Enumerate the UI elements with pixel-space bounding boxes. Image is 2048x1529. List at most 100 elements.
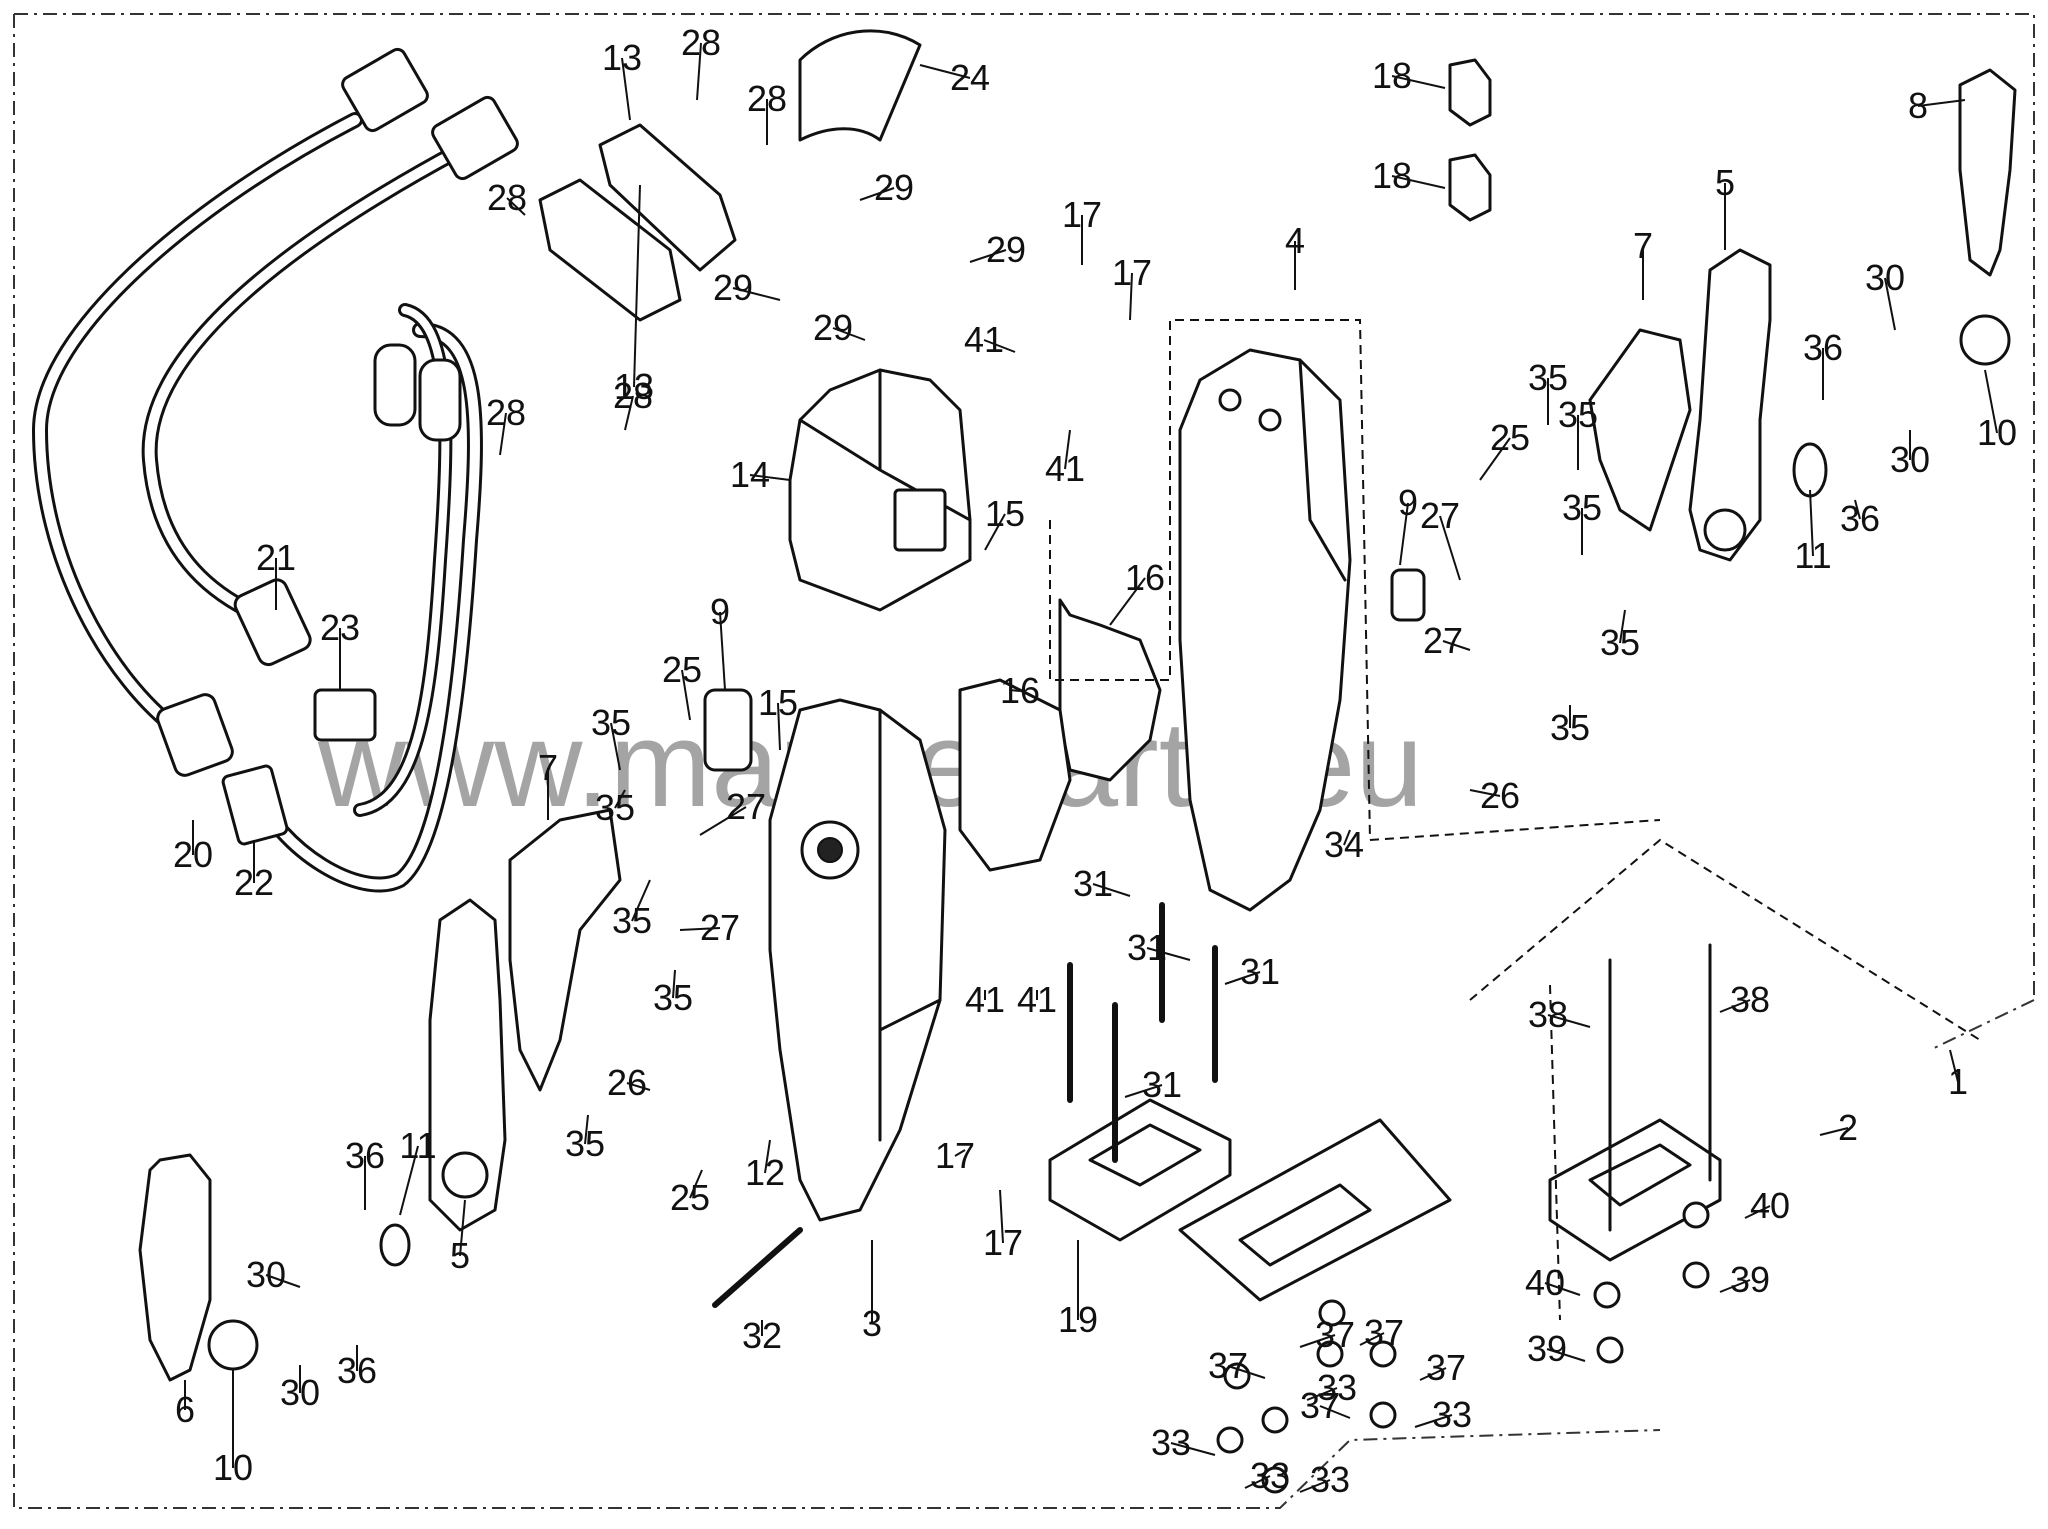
callout-number: 9	[710, 591, 730, 632]
leader-line	[506, 197, 526, 216]
handle-7-left-drawing	[508, 808, 622, 1092]
callout-number: 6	[175, 1389, 195, 1430]
leader-line	[1744, 1205, 1771, 1219]
callout-number: 27	[726, 786, 766, 827]
gasket-plate-drawing	[1178, 1118, 1452, 1302]
callout-number: 37	[1315, 1314, 1355, 1355]
leader-line	[1809, 489, 1814, 557]
callout-number: 18	[1372, 155, 1412, 196]
callout-number: 40	[1750, 1185, 1790, 1226]
leader-line	[696, 42, 702, 101]
cap-18-bottom-drawing	[1448, 153, 1492, 222]
callout-number: 30	[246, 1254, 286, 1295]
leader-line	[1009, 689, 1021, 692]
callout-number: 35	[565, 1123, 605, 1164]
leader-line	[265, 1274, 301, 1288]
callout-number: 16	[1125, 557, 1165, 598]
callout-number: 41	[1045, 448, 1085, 489]
callout-number: 9	[1398, 482, 1418, 523]
leader-line	[1547, 1014, 1591, 1028]
callout-number: 35	[1558, 394, 1598, 435]
leader-line	[1170, 1442, 1216, 1456]
callout-number: 13	[614, 366, 654, 407]
grip-6-drawing	[138, 1153, 212, 1382]
leader-line	[679, 927, 721, 931]
leader-line	[1391, 75, 1446, 89]
leader-line	[919, 64, 971, 79]
callout-number: 17	[983, 1222, 1023, 1263]
cap-10-left-drawing	[207, 1319, 259, 1371]
callout-number: 29	[986, 229, 1026, 270]
callout-number: 39	[1730, 1259, 1770, 1300]
callout-number: 38	[1528, 994, 1568, 1035]
washer-11-left-drawing	[379, 1223, 411, 1267]
callout-number: 20	[173, 834, 213, 875]
callout-number: 13	[602, 37, 642, 78]
plate-16-drawing	[958, 678, 1072, 872]
washer-11-right-drawing	[1792, 442, 1828, 498]
control-body-3-drawing	[768, 698, 947, 1222]
callout-number: 11	[1794, 535, 1831, 576]
leader-line	[954, 1149, 966, 1157]
leader-line	[1227, 1365, 1266, 1379]
leader-line	[631, 879, 651, 922]
leader-line	[633, 184, 641, 388]
leader-line	[983, 339, 1016, 353]
leader-line	[1064, 429, 1071, 470]
callout-number: 27	[1423, 620, 1463, 661]
leader-line	[1109, 577, 1146, 626]
leader-line	[832, 327, 866, 341]
leader-line	[1299, 1334, 1336, 1348]
callout-number: 37	[1300, 1385, 1340, 1426]
callout-number: 31	[1073, 863, 1113, 904]
leader-line	[1146, 947, 1191, 961]
callout-number: 27	[1420, 495, 1460, 536]
spacer-19-drawing	[1048, 1098, 1232, 1242]
callout-number: 17	[1112, 252, 1152, 293]
callout-number: 10	[1977, 412, 2017, 453]
leader-line	[1399, 502, 1409, 566]
callout-number: 29	[813, 307, 853, 348]
leader-line	[459, 1199, 466, 1257]
leader-line	[1306, 1387, 1338, 1401]
callout-number: 5	[450, 1235, 470, 1276]
callout-number: 32	[742, 1315, 782, 1356]
leader-line	[1124, 1084, 1163, 1098]
callout-number: 26	[607, 1062, 647, 1103]
leader-line	[1546, 1348, 1586, 1362]
callout-number: 39	[1527, 1328, 1567, 1369]
callout-number: 31	[1240, 951, 1280, 992]
callout-number: 24	[950, 57, 990, 98]
callout-number: 28	[486, 392, 526, 433]
callout-number: 41	[964, 319, 1004, 360]
callout-number: 31	[1127, 927, 1167, 968]
callout-number: 35	[591, 702, 631, 743]
cap-10-right-drawing	[1959, 314, 2011, 366]
leader-line	[1359, 1332, 1385, 1346]
callout-number: 5	[1715, 162, 1735, 203]
callout-number: 34	[1324, 824, 1364, 865]
callout-number: 7	[1633, 225, 1653, 266]
callout-number: 35	[1600, 622, 1640, 663]
leader-line	[984, 513, 1006, 551]
callout-number: 25	[662, 649, 702, 690]
leader-line	[1129, 272, 1133, 321]
leader-line	[1917, 99, 1966, 107]
leader-line	[1244, 1475, 1271, 1489]
callout-number: 22	[234, 862, 274, 903]
callout-number: 36	[337, 1350, 377, 1391]
callout-number: 15	[985, 493, 1025, 534]
handle-7-right-drawing	[1588, 328, 1692, 532]
leader-line	[399, 1145, 419, 1216]
callout-number: 14	[730, 454, 770, 495]
callout-number: 37	[1208, 1345, 1248, 1386]
callout-labels: 1234556778991010111112131314151516161717…	[173, 22, 2017, 1500]
callout-number: 10	[213, 1447, 253, 1488]
callout-number: 31	[1142, 1064, 1182, 1105]
callout-number: 17	[1062, 194, 1102, 235]
callout-number: 36	[1803, 327, 1843, 368]
lever-5-left-drawing	[428, 898, 507, 1232]
callout-number: 40	[1525, 1262, 1565, 1303]
cover-4-drawing	[1178, 348, 1352, 912]
leader-line	[1419, 1367, 1447, 1381]
